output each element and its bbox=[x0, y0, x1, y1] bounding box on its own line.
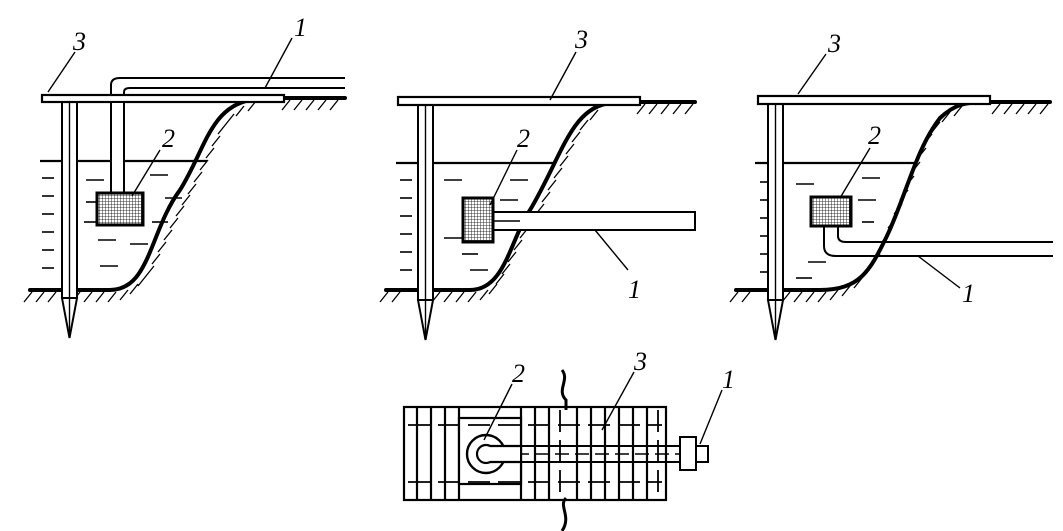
panel-plan: 2 3 1 bbox=[402, 347, 735, 531]
soil-hatching bbox=[379, 103, 694, 303]
label-1: 1 bbox=[962, 279, 975, 308]
label-1: 1 bbox=[722, 365, 735, 394]
label-3: 3 bbox=[633, 347, 647, 376]
leader-3 bbox=[47, 51, 76, 93]
leader-3 bbox=[549, 51, 577, 101]
suction-pipe bbox=[110, 77, 345, 195]
panel-b: 3 2 1 bbox=[379, 25, 697, 341]
label-1: 1 bbox=[294, 13, 307, 42]
platform bbox=[40, 93, 286, 104]
bank-profile bbox=[28, 96, 347, 292]
pile bbox=[766, 99, 785, 341]
water-marks bbox=[42, 174, 182, 269]
suction-pipe bbox=[492, 211, 696, 231]
leader-2 bbox=[839, 147, 871, 199]
leader-1 bbox=[264, 37, 293, 89]
label-3: 3 bbox=[574, 25, 588, 54]
label-1: 1 bbox=[628, 275, 641, 304]
suction-pipe-plan bbox=[489, 436, 709, 471]
soil-hatching bbox=[729, 103, 1049, 303]
bank-profile bbox=[734, 100, 1052, 292]
leader-1 bbox=[594, 229, 629, 271]
leader-2 bbox=[489, 149, 518, 206]
leader-2 bbox=[131, 149, 161, 197]
panel-c: 3 2 1 bbox=[729, 29, 1053, 341]
leader-1 bbox=[917, 255, 961, 289]
label-2: 2 bbox=[517, 124, 530, 153]
intake-screen bbox=[809, 195, 853, 228]
label-2: 2 bbox=[162, 124, 175, 153]
leader-1 bbox=[699, 389, 723, 445]
label-2: 2 bbox=[512, 359, 525, 388]
platform bbox=[756, 94, 992, 106]
label-3: 3 bbox=[72, 27, 86, 56]
bank-profile bbox=[384, 100, 697, 292]
leader-3 bbox=[797, 53, 827, 95]
intake-screen bbox=[95, 191, 145, 227]
label-2: 2 bbox=[868, 121, 881, 150]
pile bbox=[416, 99, 435, 341]
leader-3 bbox=[601, 371, 635, 431]
leader-2 bbox=[483, 383, 513, 441]
panel-a: 3 1 2 bbox=[23, 13, 347, 339]
intake-screen bbox=[461, 196, 495, 244]
platform bbox=[396, 95, 642, 107]
label-3: 3 bbox=[827, 29, 841, 58]
pile bbox=[60, 95, 79, 339]
break-line bbox=[560, 369, 568, 531]
suction-pipe bbox=[823, 226, 1053, 257]
